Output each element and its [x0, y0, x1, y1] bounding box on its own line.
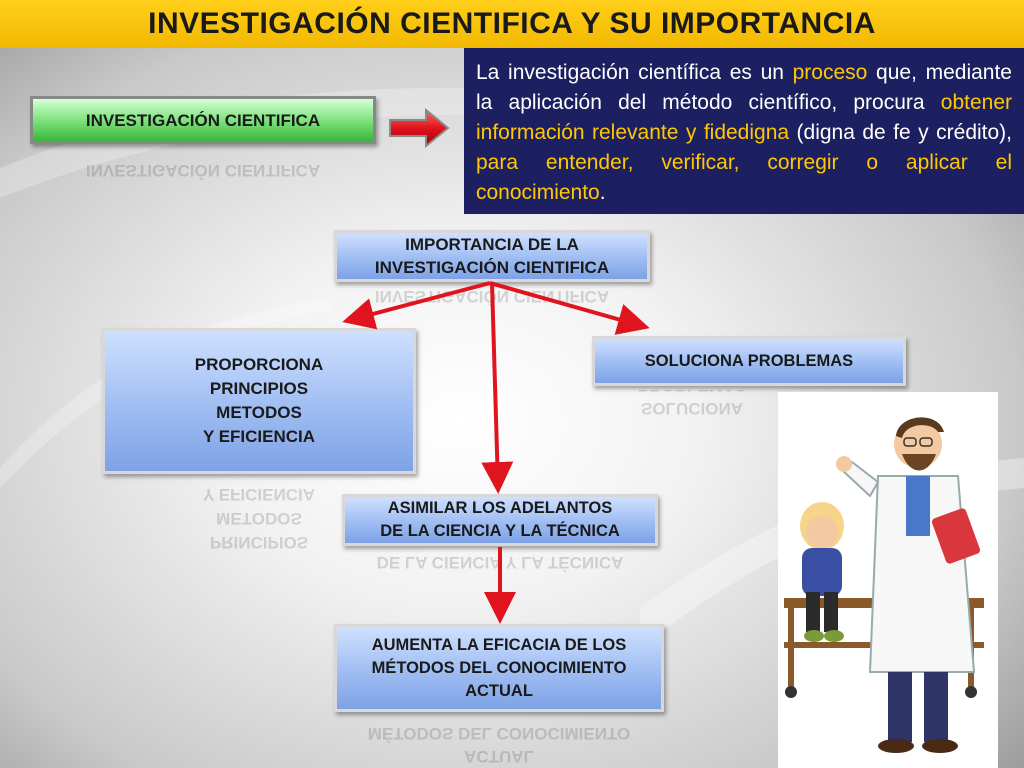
arrow-to-assimilate [481, 282, 514, 494]
principles-box-line2: PRINCIPIOS [209, 379, 309, 398]
highlight-information: obtener información relevante y fidedign… [476, 91, 1012, 144]
highlight-process: proceso [792, 61, 868, 84]
importance-box-line2: INVESTIGACIÓN CIENTIFICA [374, 258, 610, 277]
definition-box-label: INVESTIGACIÓN CIENTIFICA [85, 110, 321, 130]
page-title: INVESTIGACIÓN CIENTIFICA Y SU IMPORTANCI… [148, 7, 876, 40]
importance-box-line1: IMPORTANCIA DE LA [405, 235, 579, 254]
doctor-child-illustration [778, 392, 998, 768]
importance-box: IMPORTANCIA DE LA INVESTIGACIÓN CIENTIFI… [334, 230, 650, 282]
definition-text: La investigación científica es un [476, 61, 793, 84]
assimilate-box-line1: ASIMILAR LOS ADELANTOS [387, 499, 613, 517]
definition-text: que, mediante la aplicación del método c… [476, 61, 1012, 114]
principles-box-line3: METODOS [216, 403, 302, 422]
definition-text: (digna de fe y crédito), [789, 121, 1013, 144]
title-bar: INVESTIGACIÓN CIENTIFICA Y SU IMPORTANCI… [0, 0, 1024, 48]
assimilate-box-line2: DE LA CIENCIA Y LA TÉCNICA [380, 522, 620, 540]
principles-box-line4: Y EFICIENCIA [202, 427, 316, 446]
definition-text-box: La investigación científica es un proces… [464, 48, 1024, 214]
efficacy-box-line3: ACTUAL [465, 681, 533, 700]
efficacy-box: AUMENTA LA EFICACIA DE LOS MÉTODOS DEL C… [334, 624, 664, 712]
efficacy-box-line2: MÉTODOS DEL CONOCIMIENTO [371, 658, 627, 677]
arrow-to-solves-problems [489, 281, 650, 335]
definition-box: INVESTIGACIÓN CIENTIFICA [30, 96, 376, 144]
definition-text: . [599, 181, 606, 204]
principles-box-line1: PROPORCIONA [194, 355, 324, 374]
principles-box: PROPORCIONA PRINCIPIOS METODOS Y EFICIEN… [102, 328, 416, 474]
arrow-to-principles [342, 281, 491, 330]
solves-problems-label: SOLUCIONA PROBLEMAS [644, 351, 854, 370]
highlight-purpose: para entender, verificar, corregir o apl… [476, 151, 1012, 204]
solves-problems-box: SOLUCIONA PROBLEMAS [592, 336, 906, 386]
assimilate-box: ASIMILAR LOS ADELANTOS DE LA CIENCIA Y L… [342, 494, 658, 546]
right-arrow-icon [389, 108, 450, 148]
efficacy-box-line1: AUMENTA LA EFICACIA DE LOS [371, 635, 627, 654]
